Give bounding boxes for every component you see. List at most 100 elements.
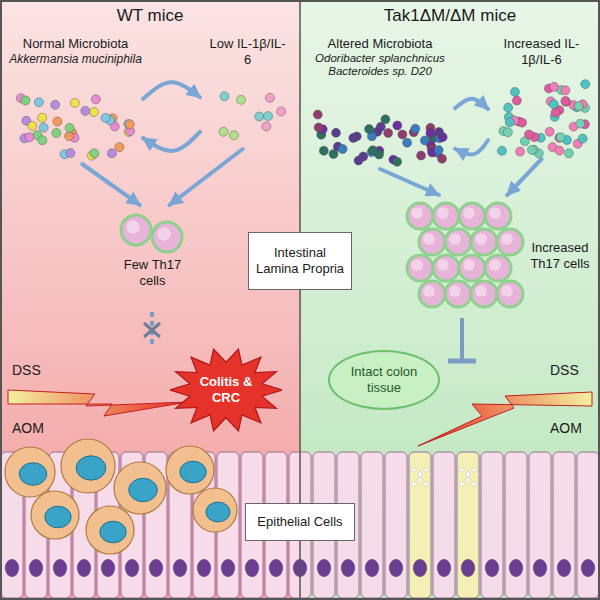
node-heading: Normal Microbiota: [23, 36, 128, 52]
bacterium-dot: [66, 149, 75, 158]
node-heading: Increased IL-1β/IL-6: [497, 36, 587, 67]
tumor-nucleus: [129, 478, 158, 501]
text-group: Altered MicrobiotaOdoribacter splanchnic…: [305, 36, 455, 169]
epithelial-cell: [433, 452, 455, 598]
bacterium-dot: [319, 146, 328, 155]
inhibition-bar: [448, 359, 476, 364]
bacterium-dot: [53, 117, 62, 126]
bacterium-dot: [38, 136, 47, 145]
cell-nucleus: [77, 559, 91, 577]
cross-mark: [144, 323, 160, 337]
cell-nucleus: [389, 559, 403, 577]
cell-nucleus: [125, 559, 139, 577]
cell-highlight: [411, 207, 423, 219]
bacterium-dot: [52, 129, 61, 138]
bacterium-dot: [21, 96, 30, 105]
mucus-granule: [418, 472, 422, 476]
bacterium-dot: [434, 146, 443, 155]
bacterium-dot: [354, 156, 363, 165]
flow-arrow: [143, 82, 200, 99]
cell-highlight: [475, 285, 487, 297]
bacterium-dot: [527, 145, 536, 154]
bacterium-dot: [51, 100, 60, 109]
mucus-granule: [472, 468, 476, 472]
bacterium-dot: [107, 149, 116, 158]
tumor-cells: [5, 439, 237, 554]
tumor-nucleus: [100, 521, 126, 543]
bacterium-dot: [65, 132, 74, 141]
mucus-granule: [466, 478, 470, 482]
bacterium-dot: [237, 95, 246, 104]
bacterium-dot: [34, 98, 43, 107]
text-group: Increased IL-1β/IL-6: [488, 36, 595, 159]
cell-nucleus: [533, 559, 547, 577]
bacterium-dot: [313, 110, 322, 119]
bacterium-dot: [329, 149, 338, 158]
microbiota-cluster: Altered MicrobiotaOdoribacter splanchnic…: [305, 34, 455, 169]
bacterium-dot: [264, 112, 273, 121]
epithelial-cell: [481, 452, 503, 598]
cell-nucleus: [101, 559, 115, 577]
th17-cells: [121, 203, 523, 307]
cytokine-cluster: Low IL-1β/IL-6: [200, 34, 295, 149]
th17-cell: [485, 255, 511, 281]
cell-highlight: [437, 207, 449, 219]
tumor-cell: [114, 462, 166, 514]
goblet-cell: [457, 452, 479, 598]
bacterium-dot: [125, 120, 134, 129]
text-group: Intestinal Lamina Propria: [255, 237, 345, 285]
bacterium-dot: [219, 127, 228, 136]
cell-nucleus: [149, 559, 163, 577]
bacterium-dot: [38, 113, 47, 122]
th17-cell: [419, 229, 445, 255]
tumor-cell: [86, 506, 134, 554]
cell-highlight: [489, 259, 501, 271]
mucus-granule: [460, 468, 464, 472]
cell-highlight: [437, 259, 449, 271]
mucus-granule: [412, 468, 416, 472]
bacterium-dot: [229, 131, 238, 140]
cell-highlight: [475, 233, 487, 245]
bacterium-dot: [549, 100, 558, 109]
cell-highlight: [463, 207, 475, 219]
lightning-bolt: [418, 392, 592, 446]
bacterium-dot: [435, 127, 444, 136]
cell-highlight: [423, 233, 435, 245]
flow-arrow: [82, 164, 140, 205]
tumor-nucleus: [76, 456, 106, 480]
cell-highlight: [449, 285, 461, 297]
th17-cell: [497, 281, 523, 307]
bacterium-dot: [393, 157, 402, 166]
cell-highlight: [157, 227, 171, 241]
flow-arrow: [507, 159, 541, 195]
text-group: Normal MicrobiotaAkkermansia muciniphila: [8, 36, 143, 164]
node-heading: Low IL-1β/IL-6: [208, 36, 288, 67]
bacterium-dot: [28, 121, 37, 130]
node-heading: Few Th17 cells: [110, 257, 195, 288]
bacterium-dot: [338, 145, 347, 154]
flow-arrow: [455, 99, 488, 109]
cell-nucleus: [437, 559, 451, 577]
epithelial-cell: [385, 452, 407, 598]
bacterium-dot: [561, 97, 570, 106]
bacterium-dot: [255, 112, 264, 121]
mucus-granule: [472, 482, 476, 486]
tumor-nucleus: [180, 461, 206, 483]
cell-nucleus: [581, 559, 595, 577]
bacterium-dot: [332, 128, 341, 137]
cytokine-cluster: Increased IL-1β/IL-6: [488, 34, 595, 159]
cell-highlight: [411, 259, 423, 271]
bacterium-dot: [81, 106, 90, 115]
epithelial-cell: [553, 452, 575, 598]
bacterium-dot: [70, 98, 79, 107]
text-group: Intact colon tissue: [344, 358, 424, 402]
node-heading: Tak1ΔM/ΔM mice: [384, 6, 516, 26]
th17-cell: [445, 281, 471, 307]
tumor-cell: [193, 488, 237, 532]
mucus-granule: [460, 482, 464, 486]
outcome-oval: Intact colon tissue: [328, 350, 440, 410]
bacterium-dot: [90, 149, 99, 158]
cell-nucleus: [365, 559, 379, 577]
